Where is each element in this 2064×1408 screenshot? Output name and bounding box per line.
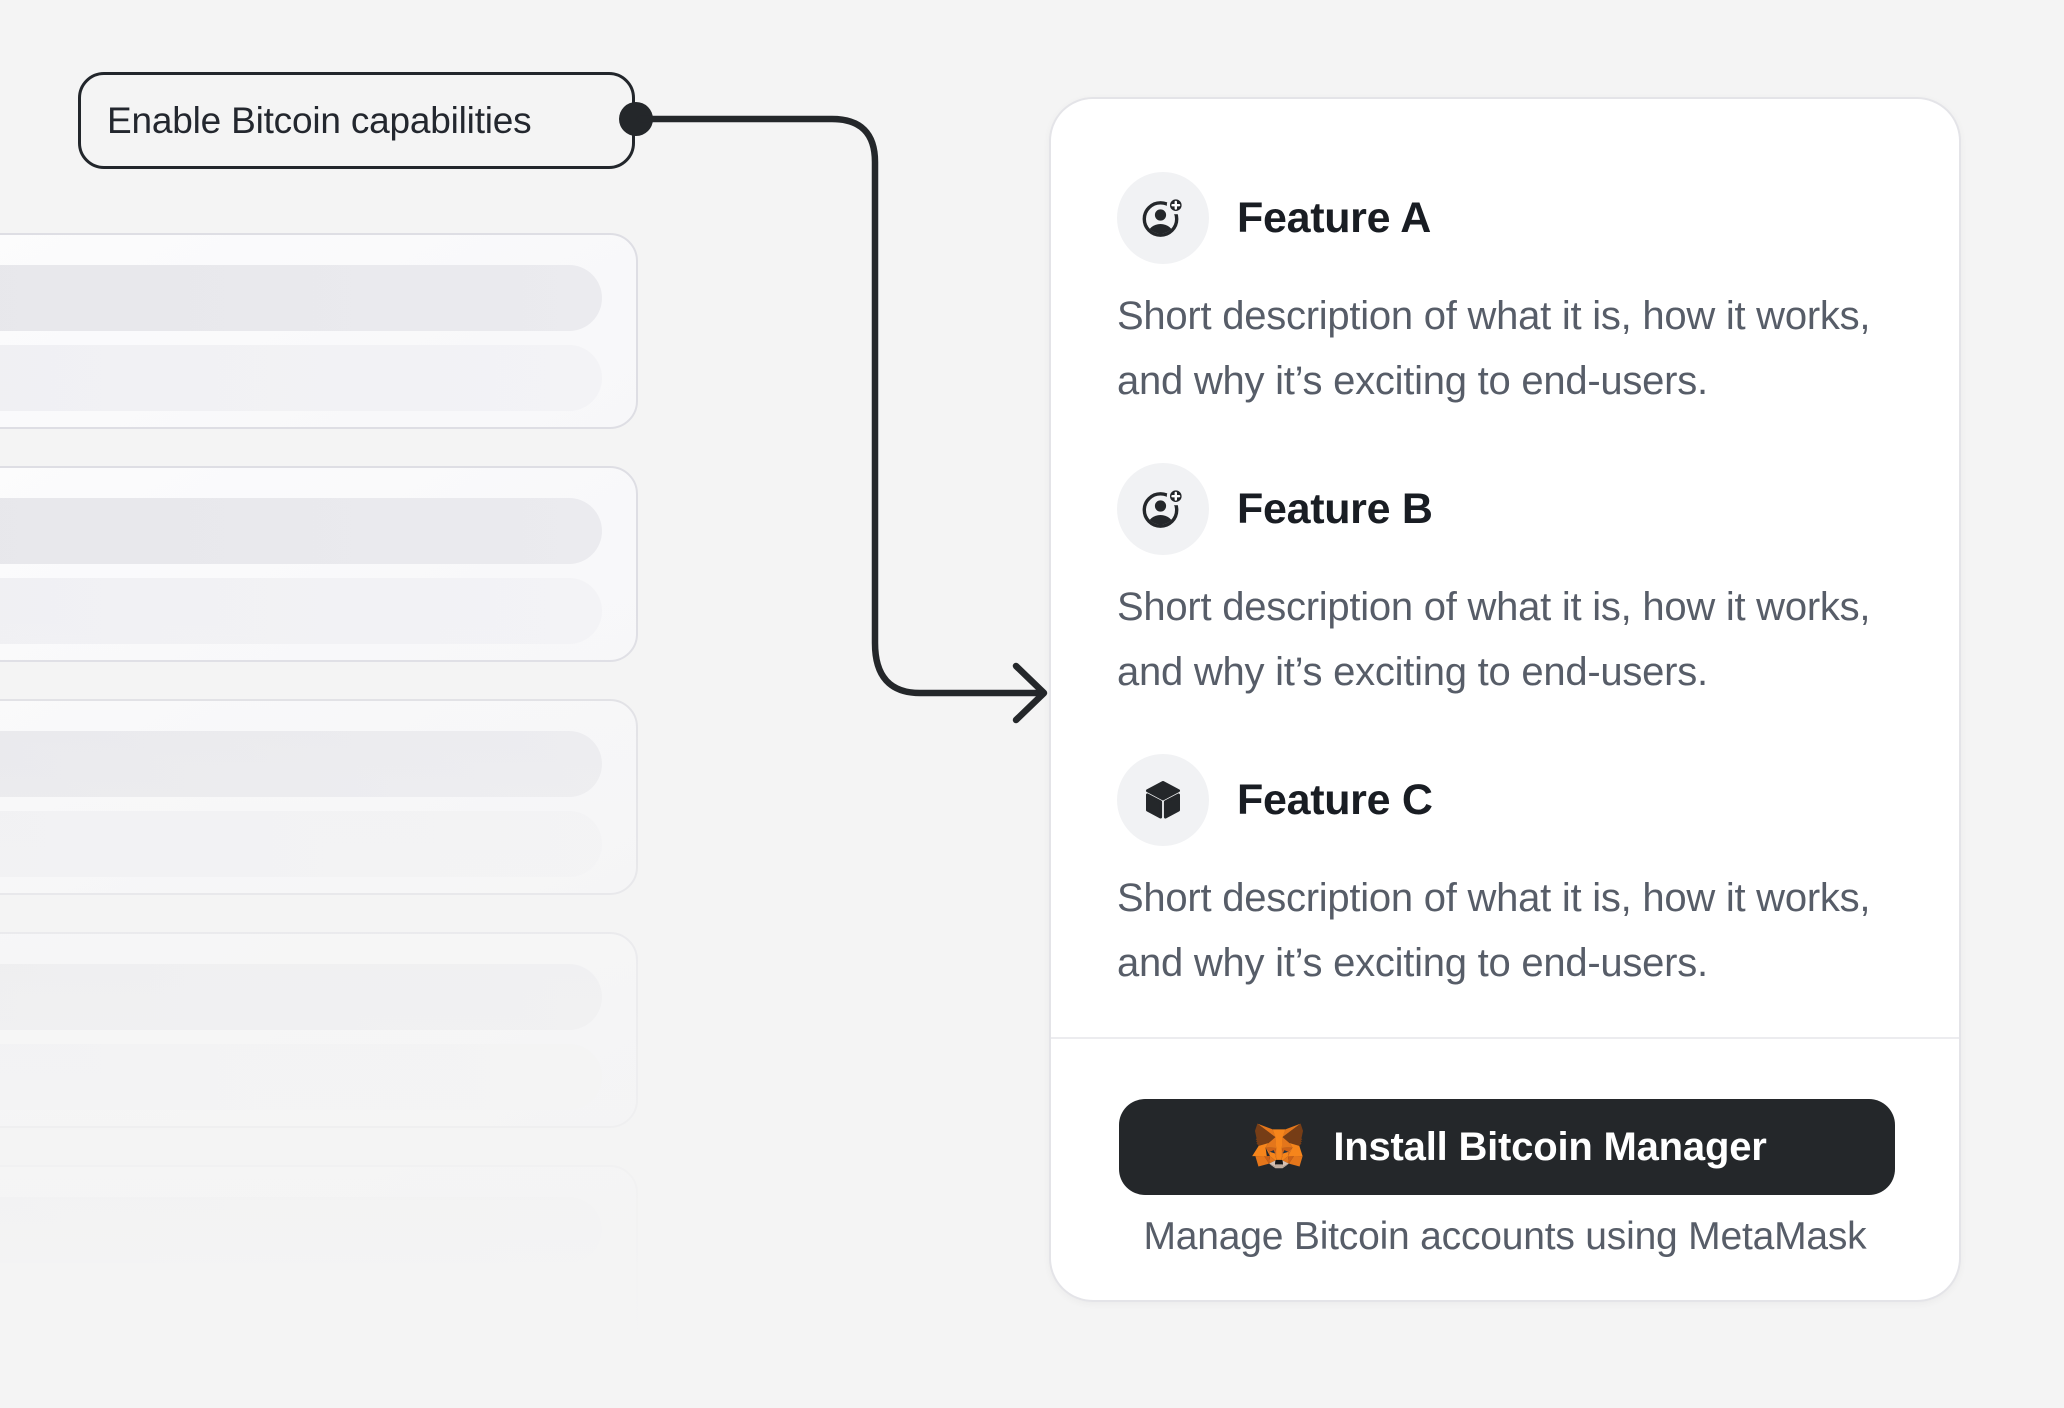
user-add-icon [1142,196,1185,237]
callout-label: Enable Bitcoin capabilities [78,72,635,169]
icon-circle [1117,463,1209,555]
skeleton-row [0,498,602,564]
icon-circle [1117,172,1209,264]
metamask-fox-icon [1252,1123,1304,1169]
feature-description: Short description of what it is, how it … [1117,876,1871,985]
skeleton-row [0,731,602,797]
feature-header: Feature B [1117,463,1893,555]
skeleton-card [0,932,638,1128]
install-caption: Manage Bitcoin accounts using MetaMask [1143,1215,1867,1258]
feature-title: Feature B [1237,484,1433,533]
skeleton-row [0,578,602,644]
feature-description: Short description of what it is, how it … [1117,585,1871,694]
card-footer: Install Bitcoin Manager Manage Bitcoin a… [1051,1037,1959,1306]
feature-header: Feature A [1117,172,1893,264]
feature-title: Feature C [1237,775,1433,824]
skeleton-row [0,265,602,331]
user-add-icon [1142,487,1185,528]
skeleton-card [0,699,638,895]
skeleton-row [0,1277,602,1343]
skeleton-row [0,345,602,411]
icon-circle [1117,754,1209,846]
install-bitcoin-manager-button[interactable]: Install Bitcoin Manager [1119,1099,1895,1195]
install-button-label: Install Bitcoin Manager [1333,1124,1767,1169]
skeleton-card [0,1165,638,1361]
feature-item: Feature A Short description of what it i… [1117,99,1893,414]
skeleton-card [0,466,638,662]
feature-description: Short description of what it is, how it … [1117,294,1871,403]
features-card: Feature A Short description of what it i… [1049,97,1961,1302]
skeleton-row [0,811,602,877]
feature-item: Feature C Short description of what it i… [1117,705,1893,996]
skeleton-card [0,233,638,429]
skeleton-row [0,1044,602,1110]
callout-text: Enable Bitcoin capabilities [107,99,532,141]
feature-header: Feature C [1117,754,1893,846]
skeleton-row [0,1197,602,1263]
cube-icon [1146,781,1180,819]
feature-item: Feature B Short description of what it i… [1117,414,1893,705]
feature-title: Feature A [1237,193,1432,242]
skeleton-row [0,964,602,1030]
